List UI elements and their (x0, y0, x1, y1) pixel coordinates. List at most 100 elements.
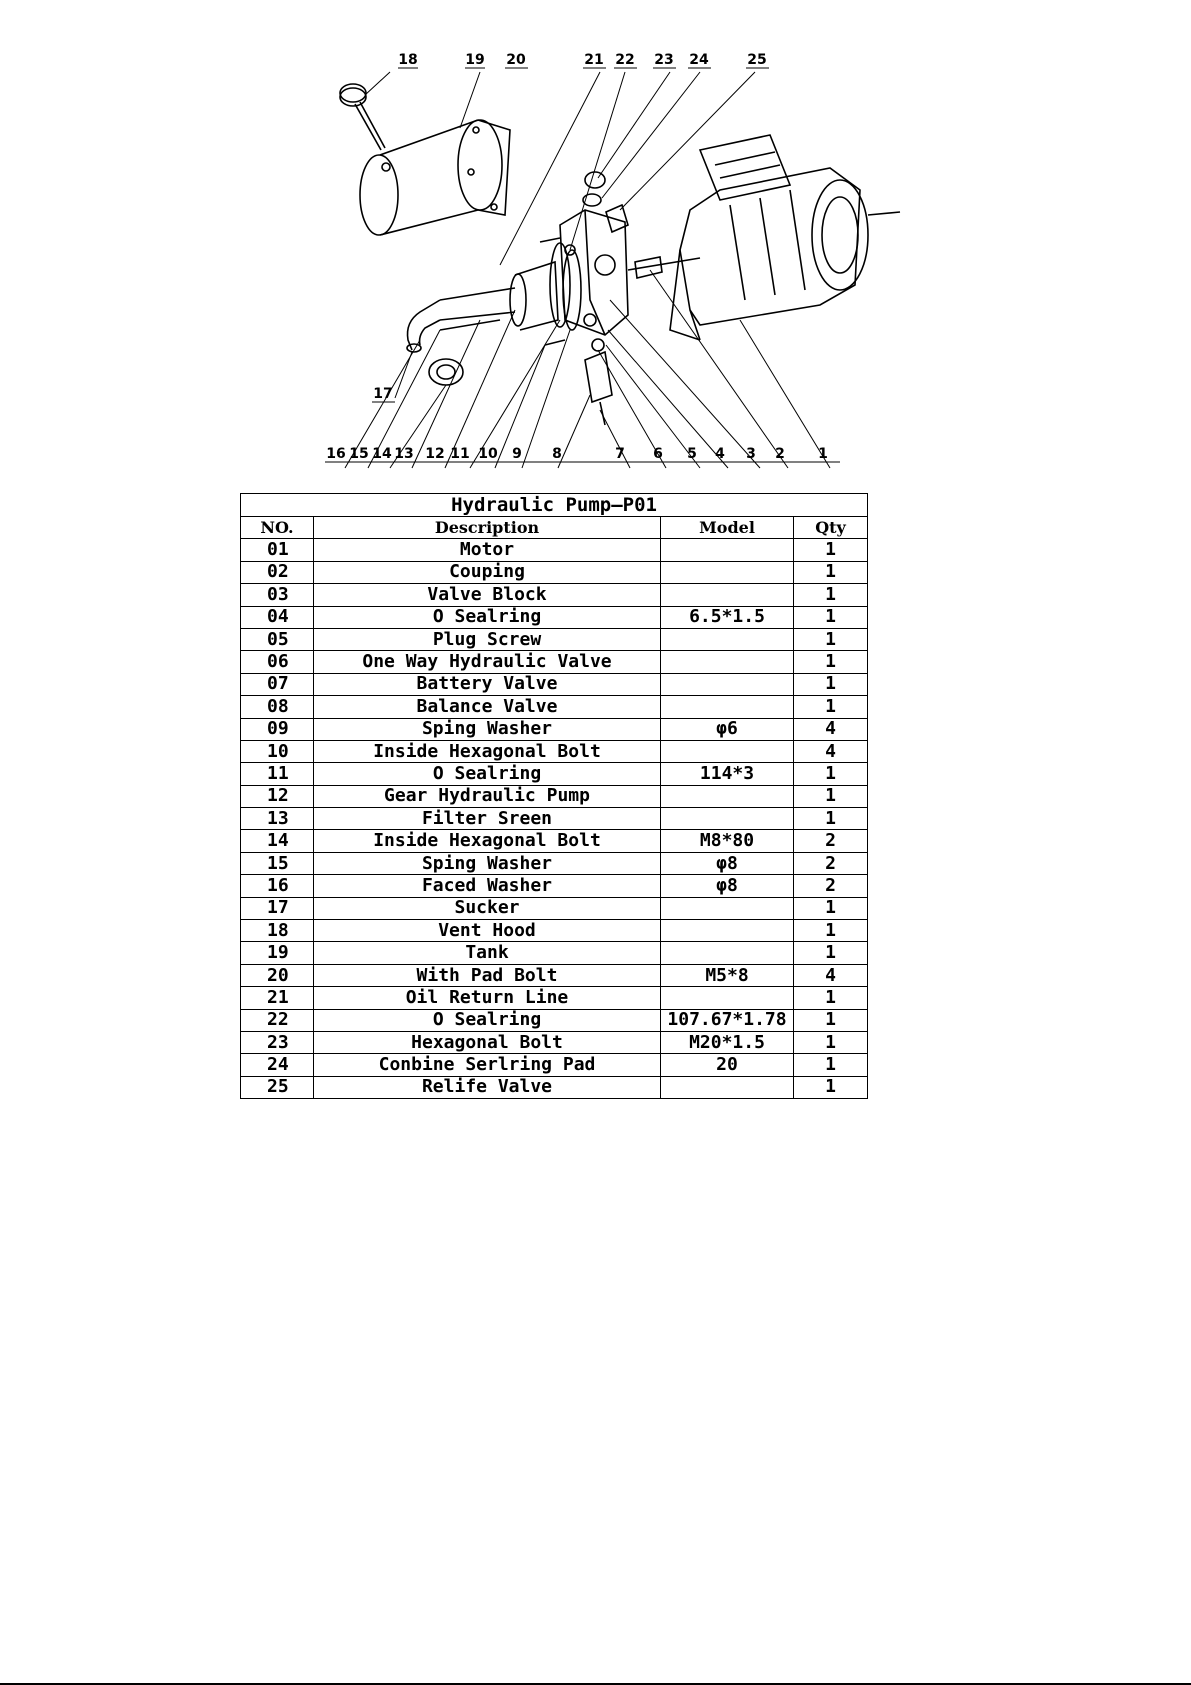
cell-model: 114*3 (660, 762, 794, 786)
cell-model (660, 784, 794, 809)
seal-rings-drawing (549, 242, 582, 331)
cell-model: φ6 (660, 717, 794, 741)
cell-qty: 4 (792, 963, 869, 988)
callout-number: 11 (450, 446, 469, 462)
cell-model: 107.67*1.78 (660, 1008, 794, 1032)
cell-qty: 1 (792, 807, 869, 831)
cell-qty: 1 (792, 919, 869, 943)
cell-description: Vent Hood (313, 919, 661, 943)
coupling-drawing (627, 256, 701, 279)
callout-number: 22 (615, 52, 634, 68)
cell-model (660, 919, 794, 943)
cell-description: Hexagonal Bolt (313, 1030, 661, 1055)
cell-model (660, 627, 794, 652)
vent-hood-drawing (339, 83, 386, 151)
cell-description: O Sealring (313, 1008, 661, 1032)
callout-number: 16 (326, 446, 345, 462)
callout-number: 17 (373, 386, 392, 402)
cell-description: Filter Sreen (313, 807, 661, 831)
cell-qty: 1 (792, 605, 869, 629)
cell-no: 20 (240, 963, 314, 988)
cell-qty: 1 (792, 1008, 869, 1032)
callout-number: 4 (715, 446, 725, 462)
cell-description: Sping Washer (313, 851, 661, 876)
callout-number: 15 (349, 446, 368, 462)
cell-model (660, 941, 794, 965)
cell-no: 12 (240, 784, 314, 809)
cell-model (660, 560, 794, 585)
cell-no: 13 (240, 807, 314, 831)
table-title: Hydraulic Pump—P01 (239, 493, 869, 517)
cell-no: 04 (240, 605, 314, 629)
cell-no: 07 (240, 672, 314, 697)
cell-description: Faced Washer (313, 874, 661, 898)
motor-drawing (669, 134, 901, 341)
callout-number: 2 (775, 446, 785, 462)
cell-model: M8*80 (660, 829, 794, 853)
cell-model (660, 538, 794, 562)
cell-description: Oil Return Line (313, 986, 661, 1010)
cell-no: 25 (240, 1075, 314, 1100)
cell-qty: 1 (792, 560, 869, 585)
cell-description: Sucker (313, 896, 661, 921)
callout-number: 12 (425, 446, 444, 462)
callout-number: 21 (584, 52, 603, 68)
cell-no: 03 (240, 583, 314, 607)
cell-qty: 1 (792, 672, 869, 697)
cell-no: 16 (240, 874, 314, 898)
cell-description: Sping Washer (313, 717, 661, 741)
cell-qty: 1 (792, 762, 869, 786)
filter-screen-drawing (428, 358, 464, 386)
cell-model (660, 695, 794, 719)
cell-qty: 1 (792, 941, 869, 965)
cell-qty: 4 (792, 717, 869, 741)
cell-qty: 4 (792, 739, 869, 764)
callout-number: 25 (747, 52, 766, 68)
cell-model: M20*1.5 (660, 1030, 794, 1055)
cell-no: 02 (240, 560, 314, 585)
callout-number: 1 (818, 446, 828, 462)
callout-number: 13 (394, 446, 413, 462)
callout-number: 18 (398, 52, 417, 68)
cell-no: 15 (240, 851, 314, 876)
cell-model (660, 1075, 794, 1100)
callout-number: 5 (687, 446, 697, 462)
cell-no: 21 (240, 986, 314, 1010)
callout-underlines (325, 67, 840, 463)
cell-description: Inside Hexagonal Bolt (313, 739, 661, 764)
callout-number: 10 (478, 446, 498, 462)
cell-description: Conbine Serlring Pad (313, 1053, 661, 1077)
cell-model: M5*8 (660, 963, 794, 988)
callout-number: 8 (552, 446, 562, 462)
cell-no: 14 (240, 829, 314, 853)
cell-no: 05 (240, 627, 314, 652)
cell-model: 20 (660, 1053, 794, 1077)
callout-number: 19 (465, 52, 484, 68)
cell-description: Motor (313, 538, 661, 562)
cell-model (660, 739, 794, 764)
cell-qty: 1 (792, 784, 869, 809)
cell-qty: 1 (792, 583, 869, 607)
cell-description: O Sealring (313, 605, 661, 629)
cell-no: 01 (240, 538, 314, 562)
callout-number: 24 (689, 52, 709, 68)
cell-no: 11 (240, 762, 314, 786)
cell-description: One Way Hydraulic Valve (313, 650, 661, 674)
cell-description: O Sealring (313, 762, 661, 786)
callout-number: 23 (654, 52, 673, 68)
header-no: NO. (240, 515, 314, 540)
